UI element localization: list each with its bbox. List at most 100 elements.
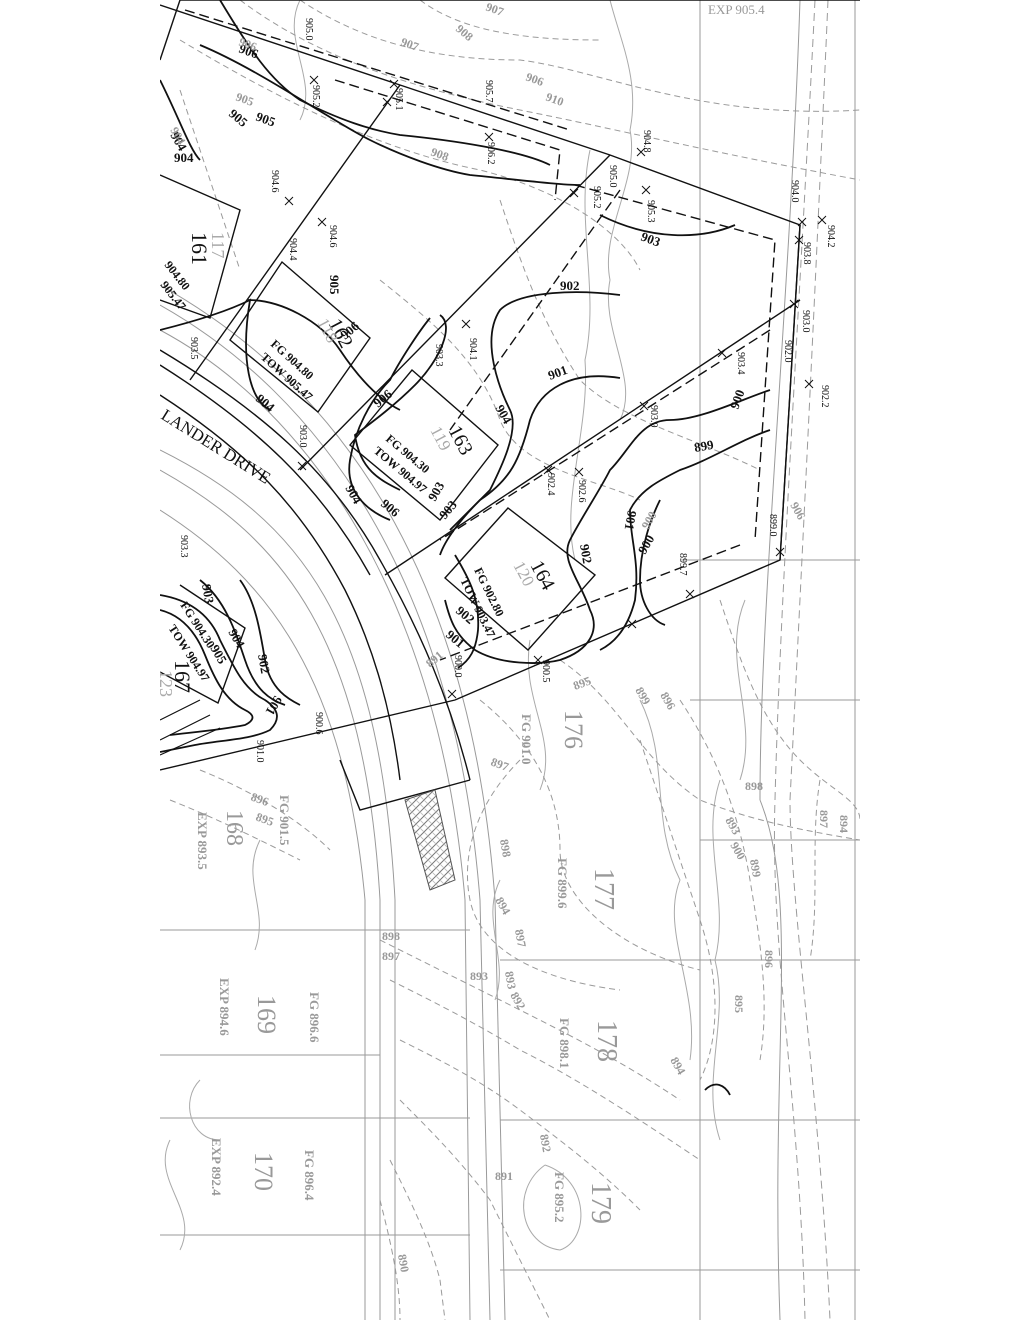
spot-elevation: 900.0 [452, 655, 463, 678]
spot-elevation: 902.2 [819, 385, 830, 408]
existing-contour-label: 900 [727, 840, 748, 863]
finished-grade-label: FG 901.0 [519, 714, 534, 765]
proposed-contour-label: 904 [174, 150, 194, 165]
existing-contour-label: 897 [489, 755, 511, 774]
lot-177: 177 FG 899.6 [555, 858, 619, 910]
lot-number: 161 [187, 232, 212, 265]
spot-elevation: 905.7 [483, 80, 494, 103]
spot-elevation: 905.0 [303, 18, 314, 41]
existing-grade-label: EXP 892.4 [209, 1138, 224, 1196]
existing-contour-label: 898 [745, 779, 763, 793]
lot-number: 167 [170, 660, 195, 693]
proposed-contour-label: 901 [546, 362, 569, 383]
existing-contour-label: 893 [470, 969, 488, 983]
existing-contour-label: 895 [571, 674, 593, 693]
spot-elevation: 902.6 [576, 480, 587, 503]
existing-contour-label: 894 [667, 1055, 688, 1078]
existing-contour-label: 906 [524, 70, 546, 89]
proposed-contour-label: 906 [237, 41, 261, 62]
street-name: LANDER DRIVE [158, 405, 274, 487]
existing-contour-label: 900 [638, 509, 659, 532]
existing-contour-label: 892 [507, 990, 528, 1013]
lot-170: 170 FG 896.4 EXP 892.4 [209, 1138, 317, 1201]
proposed-contour-label: 901 [622, 509, 640, 531]
lot-number: 170 [249, 1152, 278, 1191]
existing-contour-label: 898 [497, 838, 514, 858]
proposed-contour-label: 903 [436, 497, 460, 522]
existing-contour-label: 896 [249, 790, 271, 809]
spot-elevation: 903.3 [178, 535, 189, 558]
spot-elevation: 903.0 [648, 405, 659, 428]
proposed-contour-label: 905 [254, 109, 278, 130]
finished-grade-label: FG 898.1 [557, 1018, 572, 1069]
proposed-contour-label: 903 [639, 229, 663, 250]
existing-contour-label: 898 [382, 929, 400, 943]
lot-boundaries [160, 0, 860, 811]
proposed-contour-label: 901 [443, 627, 468, 651]
proposed-contour-label: 900 [635, 532, 658, 556]
proposed-contour-label: 903 [425, 479, 448, 504]
proposed-contour-label: 905 [226, 106, 251, 130]
existing-contour-label: 910 [544, 90, 566, 109]
existing-contour-label: 897 [512, 928, 529, 948]
existing-contour-label: 907 [399, 35, 421, 54]
existing-contour-label: 897 [817, 810, 831, 828]
proposed-contour-label: 899 [693, 437, 715, 455]
lot-sub-number: 117 [208, 232, 228, 258]
existing-contour-label: 896 [657, 690, 678, 713]
proposed-contour-label: 904 [253, 391, 278, 415]
riprap-swale [404, 789, 456, 891]
finished-grade-label: FG 901.5 [277, 795, 292, 846]
finished-grade-label: FG 896.4 [302, 1150, 317, 1201]
lot-176: 176 FG 901.0 [519, 710, 588, 765]
finished-grade-label: FG 895.2 [552, 1172, 567, 1223]
existing-contour-label: 890 [395, 1253, 412, 1273]
lot-178: 178 FG 898.1 [557, 1018, 622, 1069]
existing-contour-label: 895 [254, 810, 276, 829]
proposed-contour-label: 901 [263, 694, 286, 718]
spot-elevation: 905.2 [310, 85, 321, 108]
existing-contour-label: 899 [632, 685, 653, 708]
spot-elevation: 899.0 [767, 514, 778, 537]
existing-contour-label: 905 [234, 90, 256, 109]
spot-elevation: 903.0 [297, 425, 308, 448]
proposed-contour-label: 905 [327, 275, 342, 295]
existing-contour-label: 896 [762, 950, 776, 968]
spot-elevation: 903.3 [433, 344, 444, 367]
proposed-contour-label: 904 [342, 482, 365, 507]
tree-canopy-outlines [164, 0, 747, 1251]
existing-contour-label: 895 [732, 995, 746, 1013]
spot-elevation: 903.0 [800, 310, 811, 333]
existing-contour-label: 908 [453, 22, 476, 44]
lot-number: 168 [221, 810, 247, 846]
existing-contour-label: 894 [837, 815, 851, 833]
lot-number: 176 [559, 710, 588, 749]
spot-elevation: 904.1 [467, 338, 478, 361]
spot-elevation: 904.6 [269, 170, 280, 193]
proposed-contour-label: 902 [577, 543, 595, 565]
existing-contours [169, 0, 860, 1320]
spot-elevation: 902.0 [782, 340, 793, 363]
existing-contour-label: 906 [237, 35, 259, 54]
lot-number: 178 [591, 1020, 622, 1062]
finished-grade-label: FG 896.6 [307, 992, 322, 1043]
spot-elevation: 903.4 [735, 352, 746, 375]
existing-linework [160, 0, 860, 1320]
finished-grade-label: FG 899.6 [555, 858, 570, 909]
proposed-contour-label: 902 [255, 653, 273, 675]
existing-contour-label: 906 [787, 500, 808, 523]
existing-contour-label: 907 [484, 0, 506, 19]
existing-contour-label: 891 [495, 1169, 513, 1183]
spot-elevation: 899.7 [677, 553, 688, 576]
existing-contour-label: 908 [429, 145, 451, 164]
spot-elevation: 904.2 [825, 225, 836, 248]
spot-elevation: 904.6 [327, 225, 338, 248]
existing-contour-label: 893 [502, 970, 519, 990]
lot-number: 177 [588, 868, 619, 910]
street-label: LANDER DRIVE [158, 405, 274, 487]
proposed-contours [160, 0, 771, 1096]
